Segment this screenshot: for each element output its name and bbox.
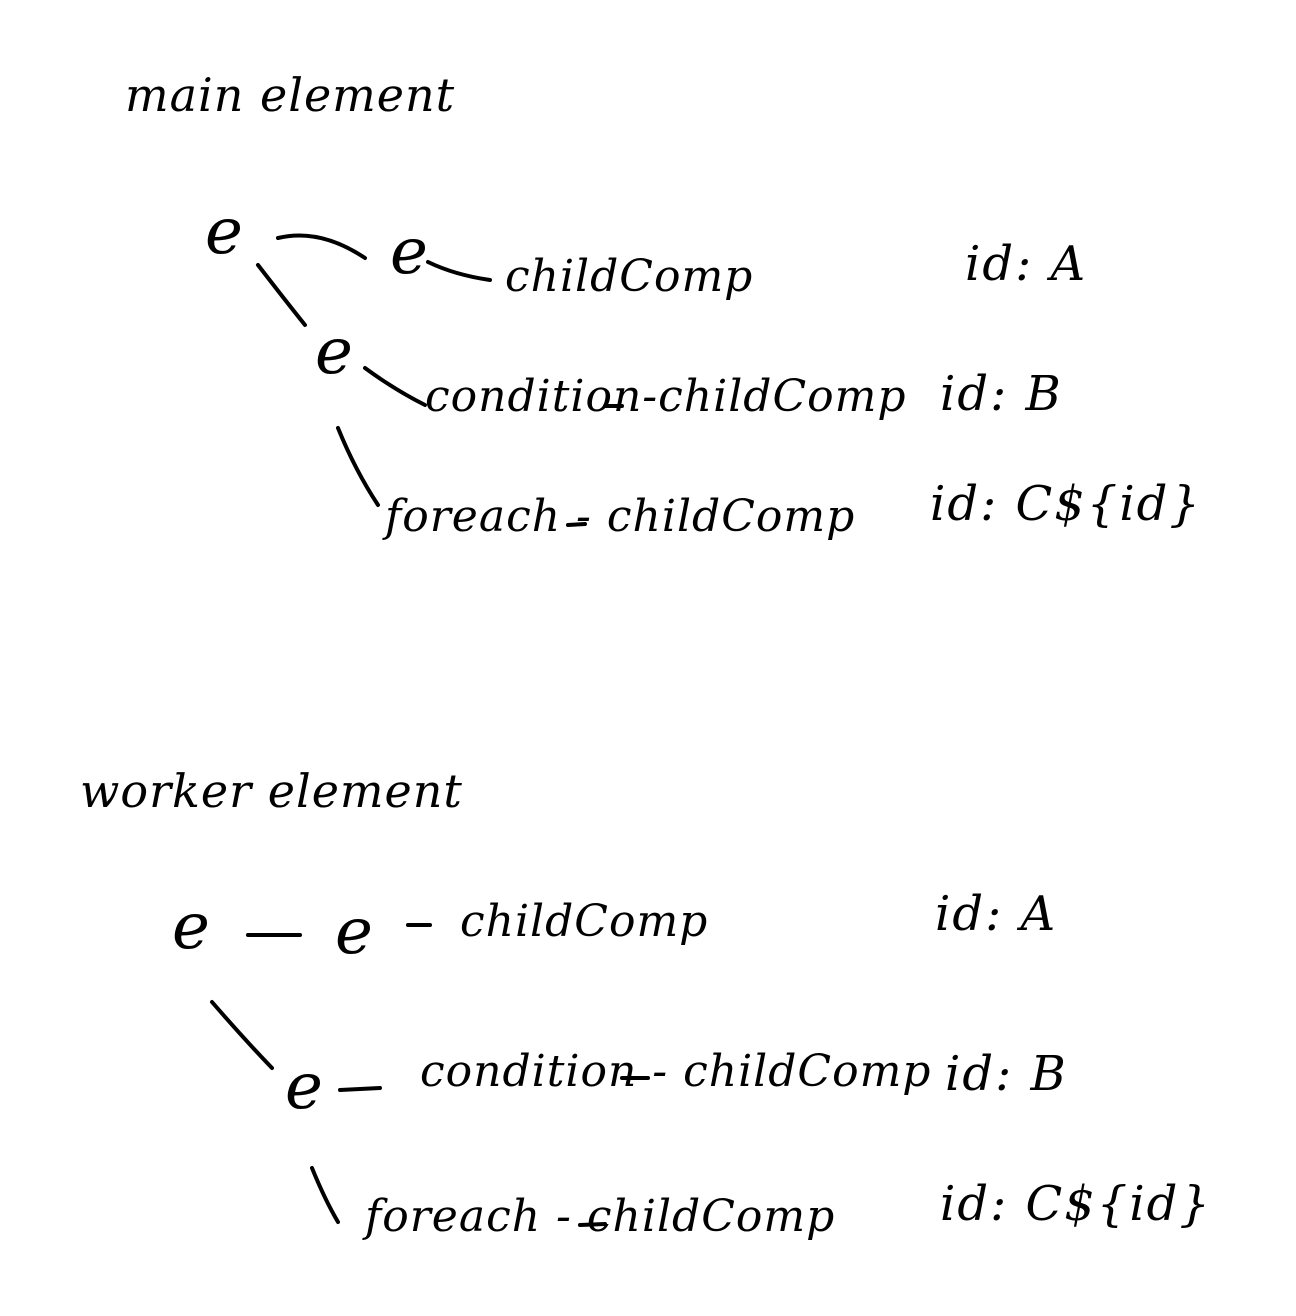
main-id-b: id: B [940,366,1063,422]
worker-id-a: id: A [935,886,1058,942]
edge-root-to-b [256,263,307,327]
dash-foreach [566,522,587,527]
edge-b-to-foreach-worker [310,1166,340,1224]
main-label-foreach: foreach - childComp [385,491,856,542]
edge-root-to-b-worker [210,1000,274,1070]
main-node-a: e [390,215,428,289]
worker-label-childcomp: childComp [460,896,709,947]
edge-a-to-childcomp [426,260,492,282]
edge-b-to-condition [363,366,427,407]
worker-node-a: e [335,895,373,969]
worker-label-foreach: foreach - childComp [365,1191,836,1242]
worker-label-condition: condition - childComp [420,1046,932,1097]
main-root-node: e [205,195,243,269]
worker-id-b: id: B [945,1046,1068,1102]
main-label-childcomp: childComp [505,251,754,302]
worker-id-c: id: C${id} [940,1176,1212,1232]
edge-root-to-a [276,233,367,260]
main-node-b: e [315,315,353,389]
main-id-c: id: C${id} [930,476,1202,532]
edge-b-to-foreach [336,426,380,507]
worker-root-node: e [172,890,210,964]
worker-node-b: e [285,1050,323,1124]
main-label-condition: condition-childComp [425,371,907,422]
dash-foreach-worker [578,1222,607,1227]
edge-b-to-condition-worker [338,1086,382,1092]
main-id-a: id: A [965,236,1088,292]
worker-element-title: worker element [80,764,463,818]
main-element-title: main element [125,68,456,122]
